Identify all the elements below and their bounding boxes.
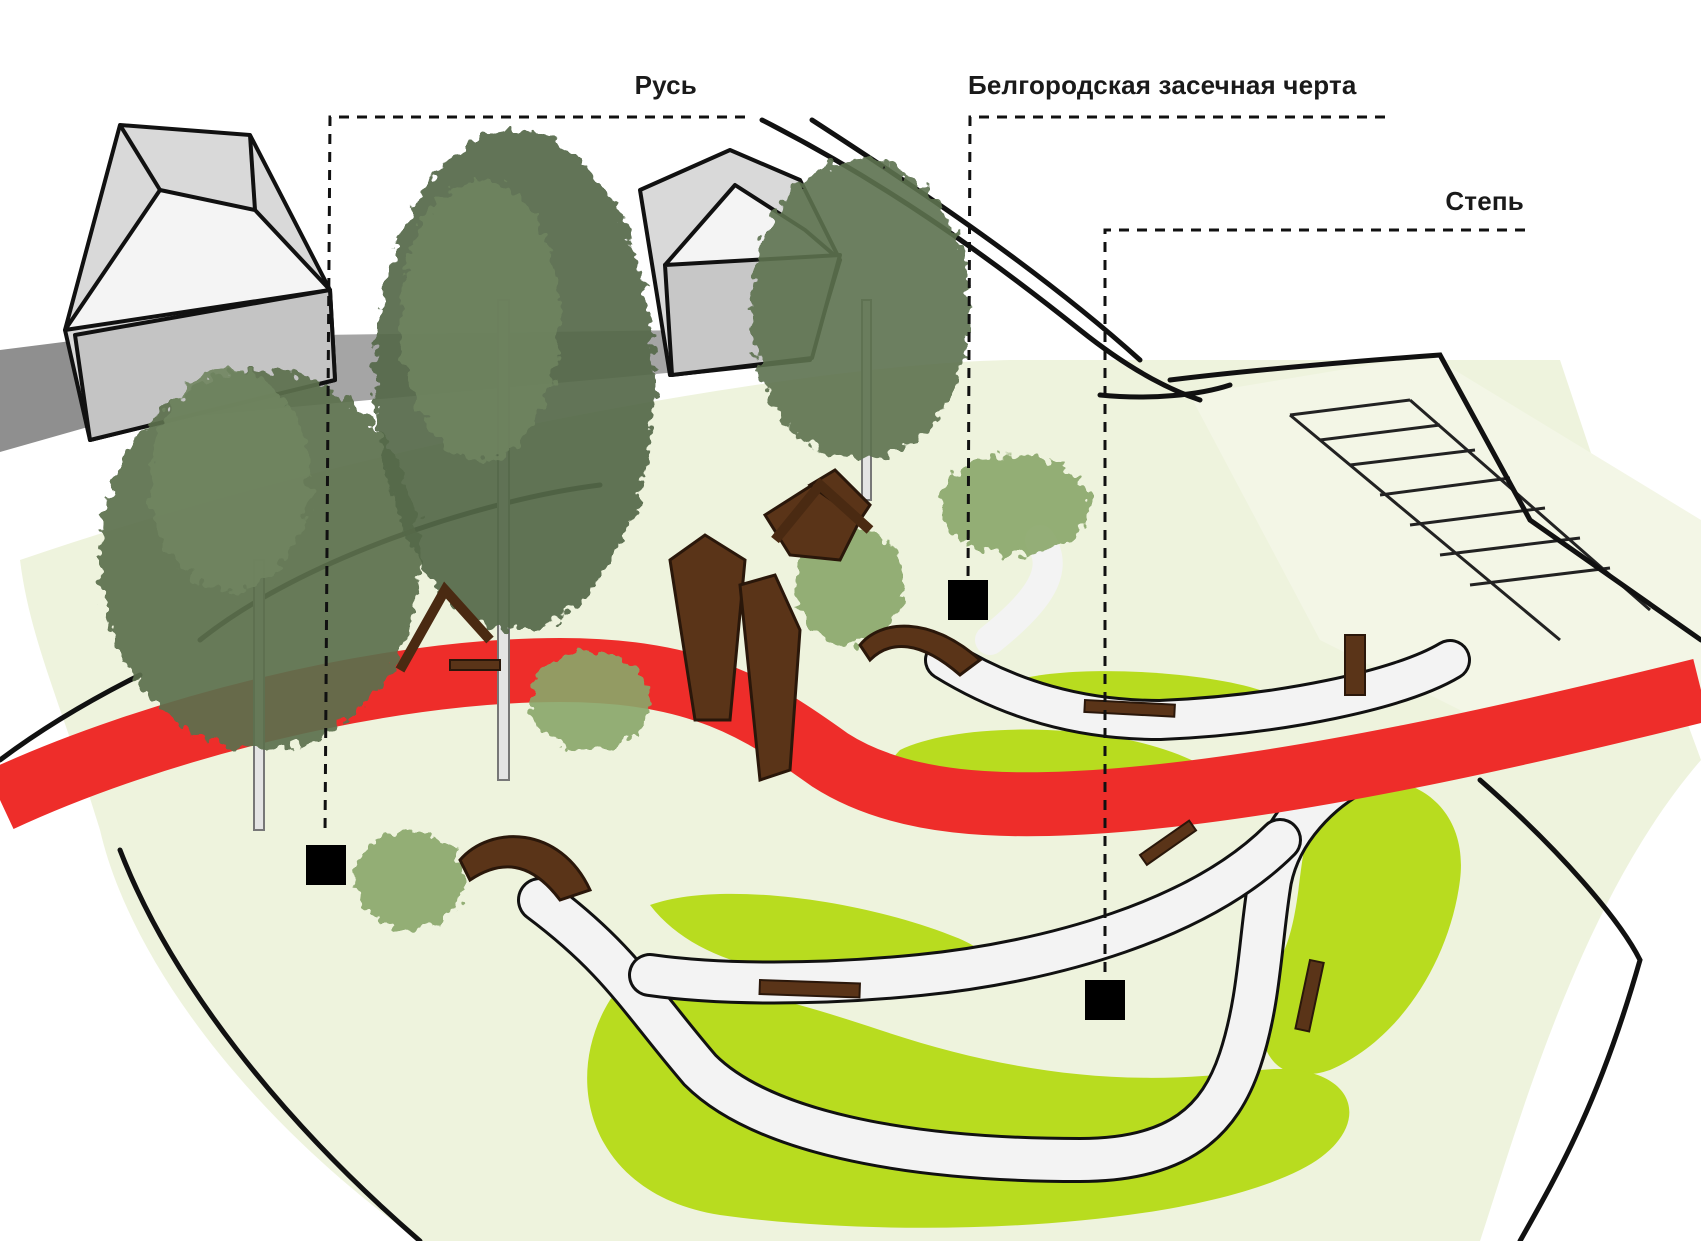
shrub-4 [355,830,465,930]
house-left [63,123,337,442]
wooden-shelter [395,477,874,673]
benches [449,634,1366,1033]
label-belgorod-line: Белгородская засечная черта [968,70,1357,100]
marker-rus [306,845,346,885]
wooden-bridges [458,624,983,902]
label-rus: Русь [634,70,697,100]
walking-paths [517,525,1471,1184]
marker-step [1085,980,1125,1020]
parking-area [1190,355,1701,720]
birch-tree-2 [375,130,655,781]
leader-lines [323,115,1525,995]
label-step: Степь [1445,186,1524,216]
wooden-gate-structure [668,468,872,783]
shrub-1 [940,455,1090,555]
marker-belgorod-line [948,580,988,620]
shrub-3 [530,650,650,750]
birch-tree-1 [100,370,420,831]
